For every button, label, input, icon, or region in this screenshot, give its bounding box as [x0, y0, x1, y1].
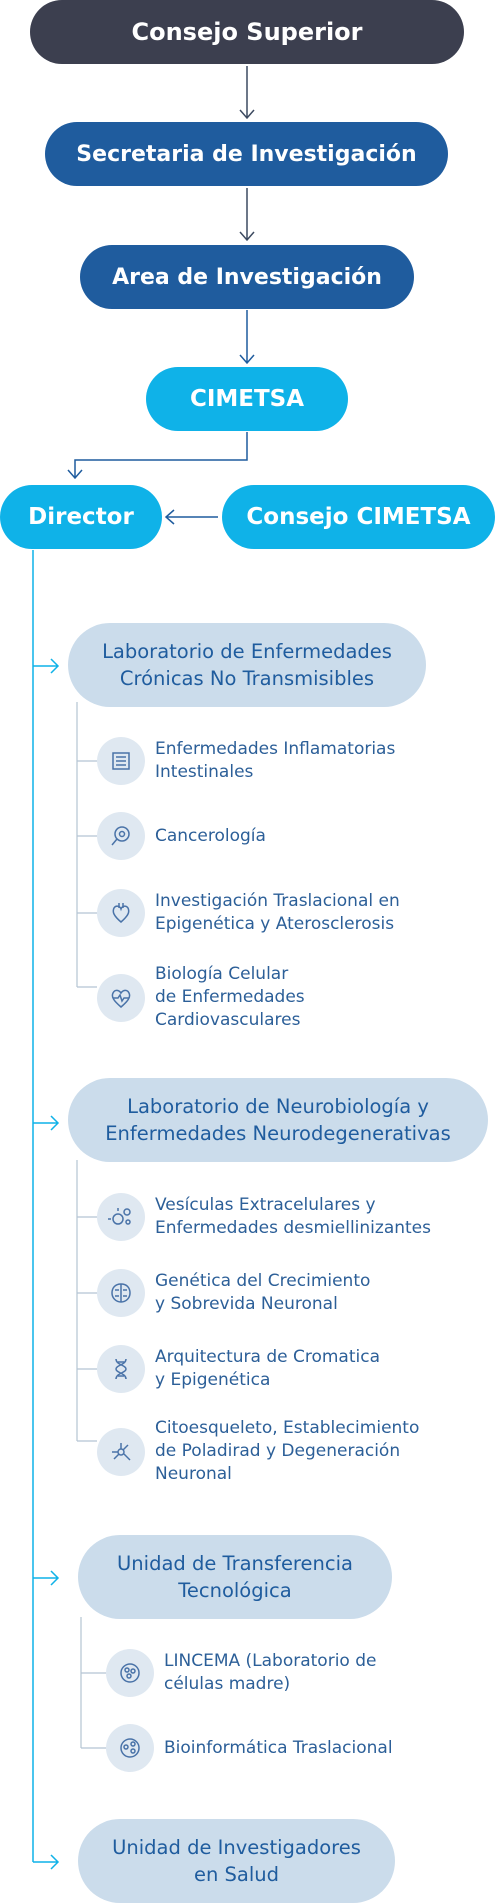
- dna-icon: [97, 1345, 145, 1393]
- lab-item: Enfermedades Inflamatorias Intestinales: [97, 737, 395, 785]
- cimetsa-node: CIMETSA: [146, 367, 348, 431]
- secretaria-node: Secretaria de Investigación: [45, 122, 448, 186]
- arrow-to-unit-3: [33, 1570, 60, 1586]
- arrow-to-unit-2: [33, 1115, 60, 1131]
- arrow-cimetsa-director: [67, 432, 248, 480]
- lab-item: Bioinformática Traslacional: [106, 1724, 393, 1772]
- lab-item-label: Arquitectura de Cromatica y Epigenética: [155, 1347, 381, 1390]
- lab-item-label: Genética del Crecimiento y Sobrevida Neu…: [155, 1271, 371, 1314]
- lab-item: Cancerología: [97, 812, 266, 860]
- lab-item: LINCEMA (Laboratorio de células madre): [106, 1649, 376, 1697]
- branch-unit-2: [76, 1160, 97, 1442]
- brain-icon: [97, 1269, 145, 1317]
- director-node: Director: [0, 485, 162, 549]
- lab-item-label: Enfermedades Inflamatorias Intestinales: [155, 739, 396, 782]
- cancer-cell-icon: [97, 812, 145, 860]
- arrow-consejo-director: [164, 509, 218, 525]
- lab-item: Vesículas Extracelulares y Enfermedades …: [97, 1193, 431, 1241]
- lab-item: Citoesqueleto, Establecimiento de Poladi…: [97, 1417, 419, 1486]
- arrow-superior-secretaria: [239, 66, 255, 120]
- area-node: Area de Investigación: [80, 245, 414, 309]
- unit-cronicas: Laboratorio de Enfermedades Crónicas No …: [68, 623, 426, 707]
- branch-unit-3: [80, 1617, 106, 1749]
- heartbeat-icon: [97, 973, 145, 1022]
- heart-organ-icon: [97, 889, 145, 937]
- lab-item: Arquitectura de Cromatica y Epigenética: [97, 1345, 380, 1393]
- consejo-cimetsa-node: Consejo CIMETSA: [222, 485, 495, 549]
- lab-item-label: Bioinformática Traslacional: [164, 1737, 393, 1758]
- consejo-superior-node: Consejo Superior: [30, 0, 464, 64]
- neuron-icon: [97, 1427, 145, 1476]
- lab-item-label: Biología Celular de Enfermedades Cardiov…: [155, 964, 305, 1030]
- cells-icon: [106, 1724, 154, 1772]
- arrow-to-unit-1: [33, 658, 60, 674]
- unit-investigadores: Unidad de Investigadores en Salud: [78, 1819, 395, 1903]
- lab-item: Investigación Traslacional en Epigenétic…: [97, 889, 400, 937]
- arrow-to-unit-4: [33, 1854, 60, 1870]
- arrow-area-cimetsa: [239, 310, 255, 365]
- lab-item-label: LINCEMA (Laboratorio de células madre): [164, 1651, 377, 1694]
- stem-cells-icon: [106, 1649, 154, 1697]
- lab-item-label: Vesículas Extracelulares y Enfermedades …: [155, 1195, 432, 1238]
- branch-unit-1: [76, 702, 97, 988]
- lab-item: Genética del Crecimiento y Sobrevida Neu…: [97, 1269, 370, 1317]
- lab-item: Biología Celular de Enfermedades Cardiov…: [97, 963, 305, 1032]
- lab-item-label: Investigación Traslacional en Epigenétic…: [155, 891, 400, 934]
- unit-transferencia: Unidad de Transferencia Tecnológica: [78, 1535, 392, 1619]
- arrow-secretaria-area: [239, 188, 255, 242]
- vesicles-icon: [97, 1193, 145, 1241]
- unit-neurobiologia: Laboratorio de Neurobiología y Enfermeda…: [68, 1078, 488, 1162]
- intestine-icon: [97, 737, 145, 785]
- lab-item-label: Citoesqueleto, Establecimiento de Poladi…: [155, 1418, 420, 1484]
- lab-item-label: Cancerología: [155, 825, 266, 846]
